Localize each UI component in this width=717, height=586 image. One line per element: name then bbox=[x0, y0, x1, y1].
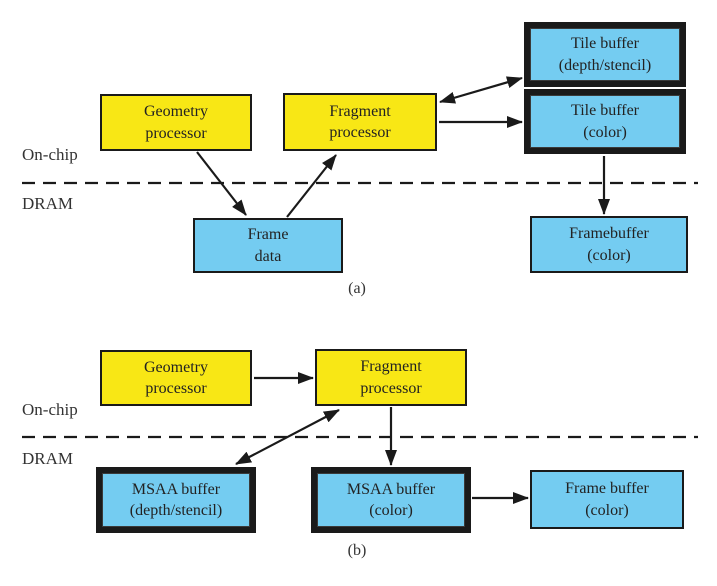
node-a-tile-buffer-depth-stencil-label: Tile buffer (depth/stencil) bbox=[530, 28, 680, 81]
label-b-on-chip: On-chip bbox=[22, 400, 78, 419]
node-a-tile-buffer-color: Tile buffer (color) bbox=[524, 89, 686, 154]
node-b-frame-buffer-color: Frame buffer (color) bbox=[530, 470, 684, 529]
arrow-a-geometry-to-framedata bbox=[196, 151, 247, 216]
node-b-msaa-buffer-depth-stencil-label: MSAA buffer (depth/stencil) bbox=[102, 473, 250, 527]
node-a-frame-data: Frame data bbox=[193, 218, 343, 273]
node-b-msaa-buffer-color: MSAA buffer (color) bbox=[311, 467, 471, 533]
node-b-geometry-processor: Geometry processor bbox=[100, 350, 252, 406]
node-b-msaa-buffer-depth-stencil: MSAA buffer (depth/stencil) bbox=[96, 467, 256, 533]
label-b-dram: DRAM bbox=[22, 449, 74, 468]
arrow-b-fragment-msaa-depth-bidirectional bbox=[235, 409, 340, 465]
label-a-dram: DRAM bbox=[22, 194, 74, 213]
node-b-fragment-processor: Fragment processor bbox=[315, 349, 467, 406]
node-a-tile-buffer-depth-stencil: Tile buffer (depth/stencil) bbox=[524, 22, 686, 87]
label-a-on-chip: On-chip bbox=[22, 145, 78, 164]
arrow-a-fragment-tilebuffer-depth-bidirectional bbox=[439, 76, 523, 104]
node-a-fragment-processor: Fragment processor bbox=[283, 93, 437, 151]
caption-a: (a) bbox=[348, 280, 366, 297]
arrow-a-framedata-to-fragment bbox=[286, 154, 337, 218]
node-b-msaa-buffer-color-label: MSAA buffer (color) bbox=[317, 473, 465, 527]
node-a-geometry-processor: Geometry processor bbox=[100, 94, 252, 151]
node-a-tile-buffer-color-label: Tile buffer (color) bbox=[530, 95, 680, 148]
node-a-framebuffer-color: Framebuffer (color) bbox=[530, 216, 688, 273]
caption-b: (b) bbox=[347, 542, 367, 559]
